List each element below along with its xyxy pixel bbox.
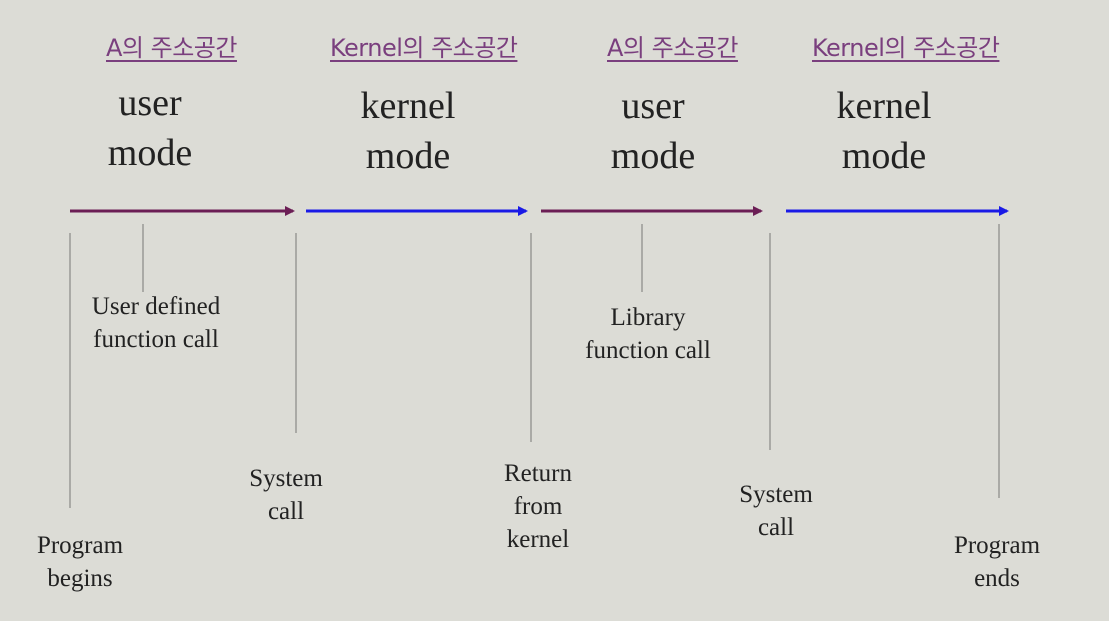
- note-line: ends: [974, 565, 1020, 592]
- mode-label-user-2: user mode: [583, 81, 723, 181]
- note-line: call: [267, 498, 305, 525]
- space-label-kernel-1: Kernel의 주소공간: [330, 34, 518, 62]
- note-line: from: [513, 493, 563, 520]
- note-program-ends: Program ends: [937, 529, 1057, 595]
- note-return-from-kernel: Return from kernel: [485, 457, 591, 556]
- note-line: User defined: [91, 293, 221, 320]
- mode-line2: mode: [841, 135, 927, 177]
- mode-line2: mode: [365, 135, 451, 177]
- note-line: Return: [503, 460, 573, 487]
- note-line: function call: [585, 337, 711, 364]
- note-line: System: [739, 481, 813, 508]
- mode-label-kernel-1: kernel mode: [333, 81, 483, 181]
- mode-line1: user: [621, 85, 685, 127]
- note-line: kernel: [506, 526, 570, 553]
- mode-line1: user: [118, 82, 182, 124]
- mode-line1: kernel: [836, 85, 932, 127]
- note-system-call-1: System call: [236, 462, 336, 528]
- note-library-function-call: Library function call: [568, 301, 728, 367]
- note-line: Program: [36, 532, 124, 559]
- mode-line2: mode: [610, 135, 696, 177]
- note-line: Library: [610, 304, 686, 331]
- mode-line1: kernel: [360, 85, 456, 127]
- note-line: System: [249, 465, 323, 492]
- mode-label-user-1: user mode: [80, 78, 220, 178]
- mode-line2: mode: [107, 132, 193, 174]
- note-line: call: [757, 514, 795, 541]
- note-line: function call: [93, 326, 219, 353]
- note-line: begins: [47, 565, 113, 592]
- mode-label-kernel-2: kernel mode: [809, 81, 959, 181]
- note-system-call-2: System call: [726, 478, 826, 544]
- space-label-user-2: A의 주소공간: [607, 34, 738, 62]
- note-program-begins: Program begins: [20, 529, 140, 595]
- note-user-function-call: User defined function call: [78, 290, 234, 356]
- note-line: Program: [953, 532, 1041, 559]
- space-label-kernel-2: Kernel의 주소공간: [812, 34, 1000, 62]
- space-label-user-1: A의 주소공간: [106, 34, 237, 62]
